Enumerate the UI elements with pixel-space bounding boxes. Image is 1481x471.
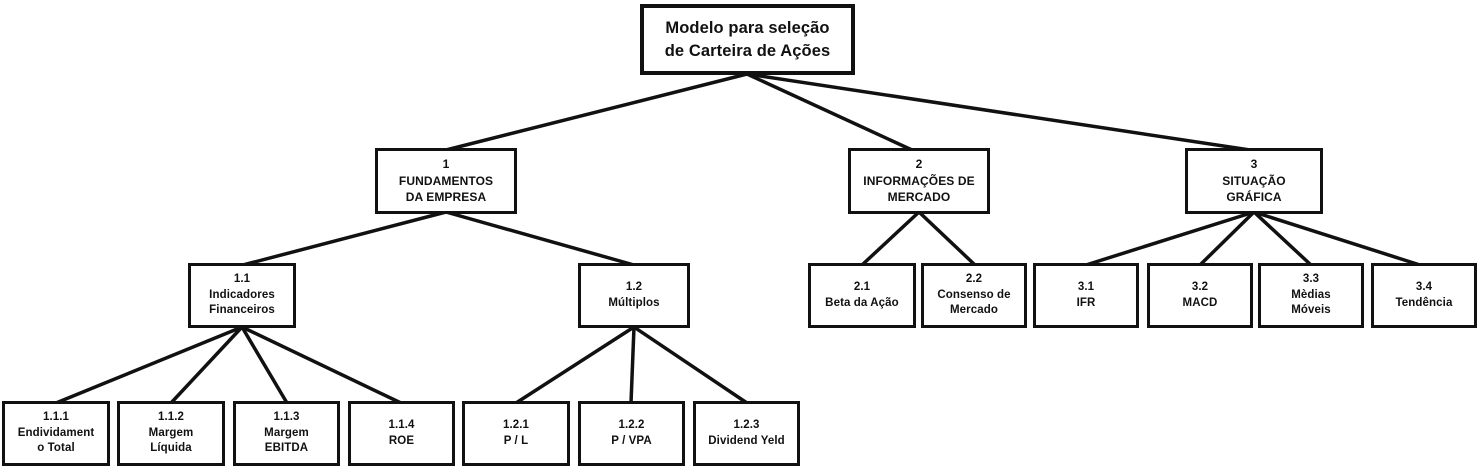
edge-1-1-to-1-1-2 [169, 325, 244, 405]
edge-1-to-1-2 [445, 210, 635, 267]
edge-3-to-3-3 [1252, 210, 1313, 267]
edge-1-2-to-1-2-2 [629, 326, 636, 404]
edge-1-2-to-1-2-3 [633, 325, 748, 405]
edge-1-1-to-1-1-3 [240, 326, 289, 404]
edge-root-to-2 [746, 72, 913, 152]
edge-2-to-2-1 [860, 210, 921, 267]
edge-1-1-to-1-1-1 [55, 325, 243, 405]
edge-1-to-1-1 [242, 210, 447, 267]
edge-1-2-to-1-2-1 [515, 325, 635, 405]
edge-2-to-2-2 [917, 210, 977, 267]
edge-3-to-3-2 [1198, 210, 1256, 267]
edge-3-to-3-4 [1253, 210, 1421, 267]
edge-root-to-3 [746, 72, 1251, 152]
edge-root-to-1 [445, 72, 748, 152]
edge-1-1-to-1-1-4 [241, 325, 402, 405]
edge-3-to-3-1 [1085, 210, 1255, 267]
